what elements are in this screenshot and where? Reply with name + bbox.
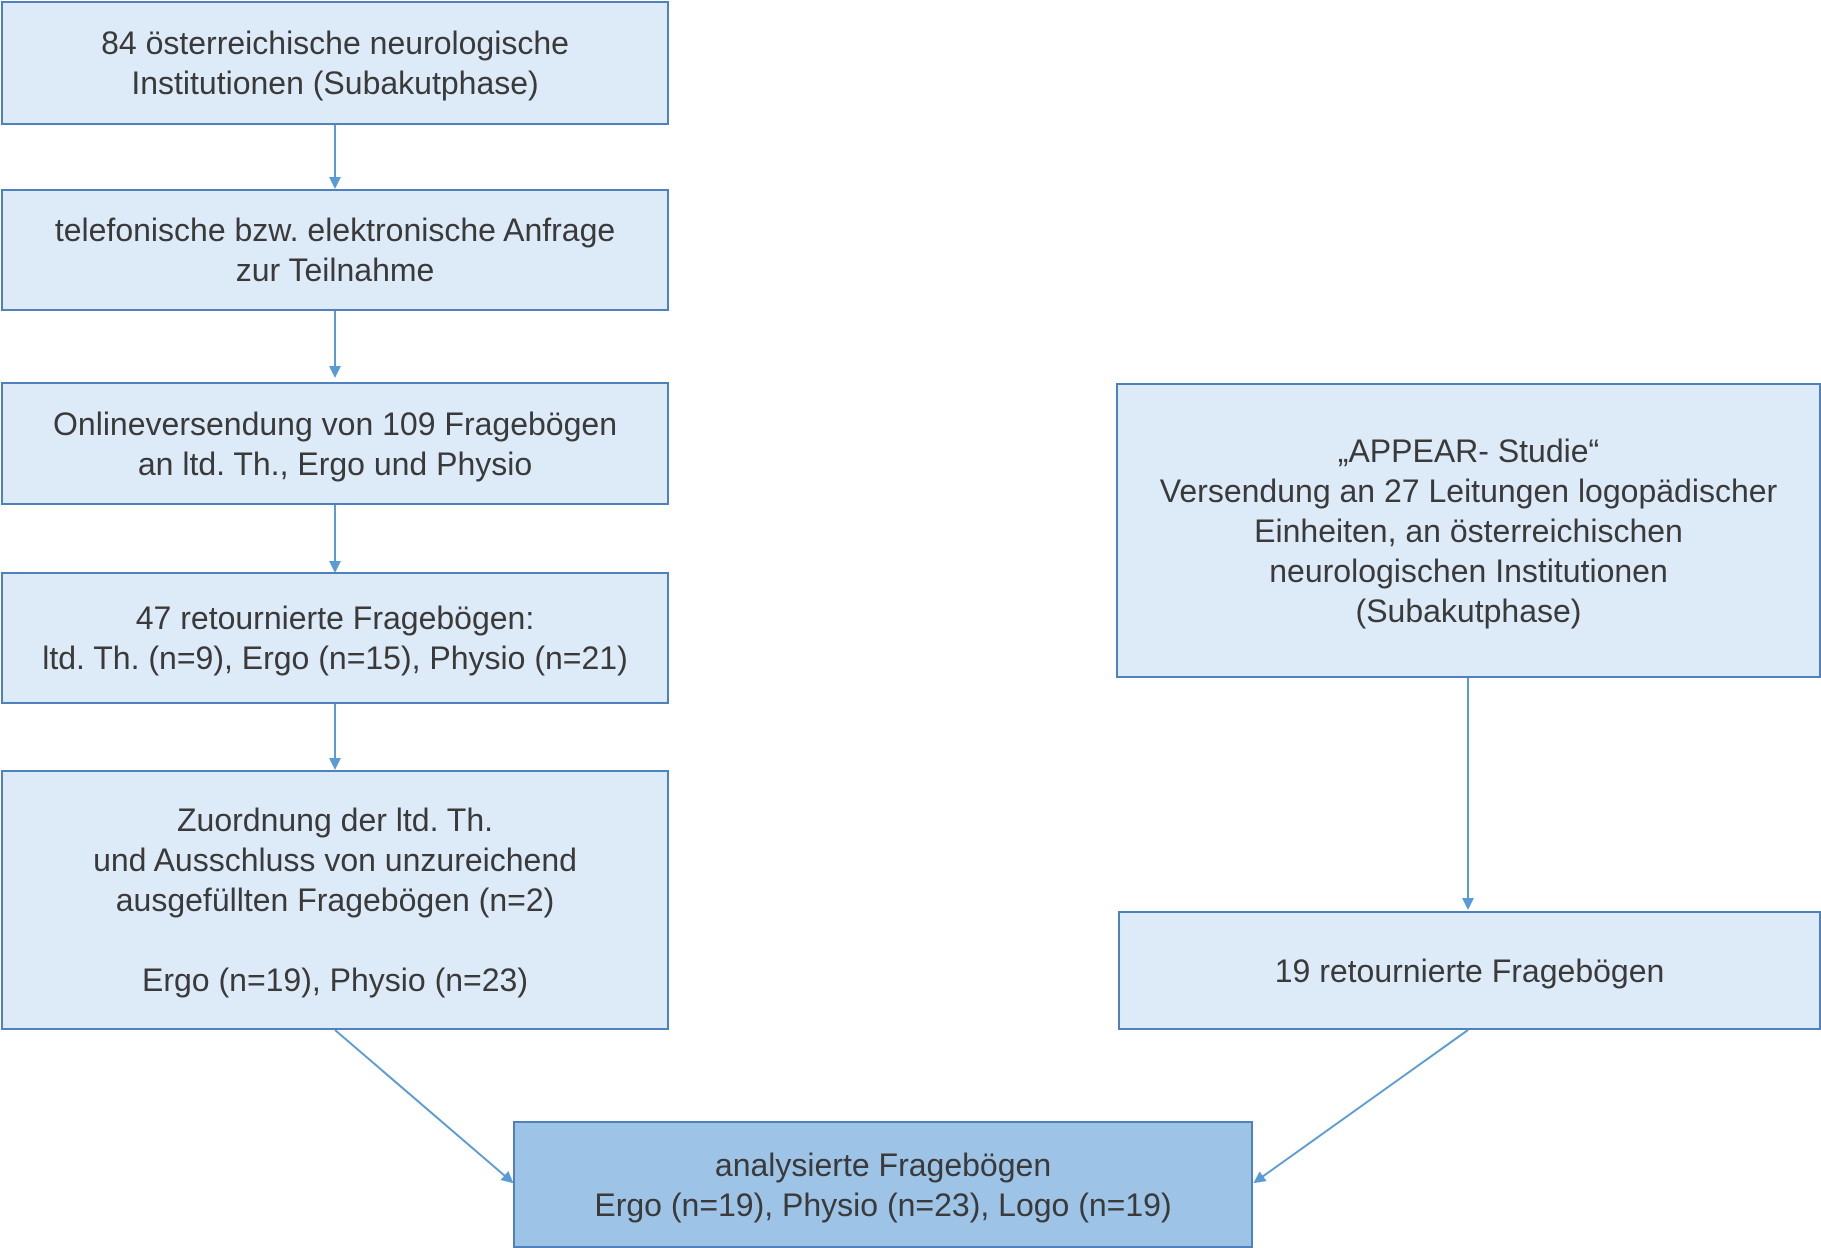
box-assignment-line-3: ausgefüllten Fragebögen (n=2) (115, 882, 555, 918)
box-returned-47: 47 retournierte Fragebögen: ltd. Th. (n=… (1, 572, 669, 704)
box-online-sending-line-2: an ltd. Th., Ergo und Physio (137, 445, 533, 482)
box-assignment-result: Ergo (n=19), Physio (n=23) (142, 962, 528, 998)
box-returned-47-line-2: ltd. Th. (n=9), Ergo (n=15), Physio (n=2… (42, 640, 628, 676)
box-online-sending-line-1: Onlineversendung von 109 Fragebögen (53, 405, 617, 442)
box-returned-19-line-1: 19 retournierte Fragebögen (1274, 952, 1665, 989)
box-appear-line-3: Einheiten, an österreichischen (1254, 512, 1683, 549)
box-request-line-2: zur Teilnahme (235, 252, 435, 288)
box-analyzed: analysierte Fragebögen Ergo (n=19), Phys… (513, 1121, 1253, 1248)
box-assignment-exclusion: Zuordnung der ltd. Th. und Ausschluss vo… (1, 770, 669, 1030)
box-returned-47-line-1: 47 retournierte Fragebögen: (135, 600, 535, 636)
box-appear-line-1: „APPEAR- Studie“ (1337, 432, 1600, 469)
box-request-line-1: telefonische bzw. elektronische Anfrage (54, 212, 616, 248)
box-returned-19: 19 retournierte Fragebögen (1118, 911, 1821, 1030)
box-appear-study: „APPEAR- Studie“ Versendung an 27 Leitun… (1116, 383, 1821, 678)
arrow-right2-to-final (1253, 1029, 1469, 1184)
box-online-sending: Onlineversendung von 109 Fragebögen an l… (1, 382, 669, 505)
box-assignment-line-2: und Ausschluss von unzureichend (93, 842, 577, 878)
box-assignment-line-1: Zuordnung der ltd. Th. (176, 802, 494, 838)
box-institutions-line-2: Institutionen (Subakutphase) (131, 65, 539, 101)
box-institutions: 84 österreichische neurologische Institu… (1, 1, 669, 125)
box-appear-line-4: neurologischen Institutionen (1269, 552, 1668, 589)
box-institutions-line-1: 84 österreichische neurologische (101, 25, 569, 61)
box-analyzed-line-2: Ergo (n=19), Physio (n=23), Logo (n=19) (594, 1186, 1172, 1223)
box-appear-line-2: Versendung an 27 Leitungen logopädischer (1159, 472, 1778, 509)
box-request: telefonische bzw. elektronische Anfrage … (1, 189, 669, 311)
box-analyzed-line-1: analysierte Fragebögen (714, 1146, 1052, 1183)
box-appear-line-5: (Subakutphase) (1355, 592, 1582, 629)
arrow-box5-to-final (334, 1029, 514, 1184)
